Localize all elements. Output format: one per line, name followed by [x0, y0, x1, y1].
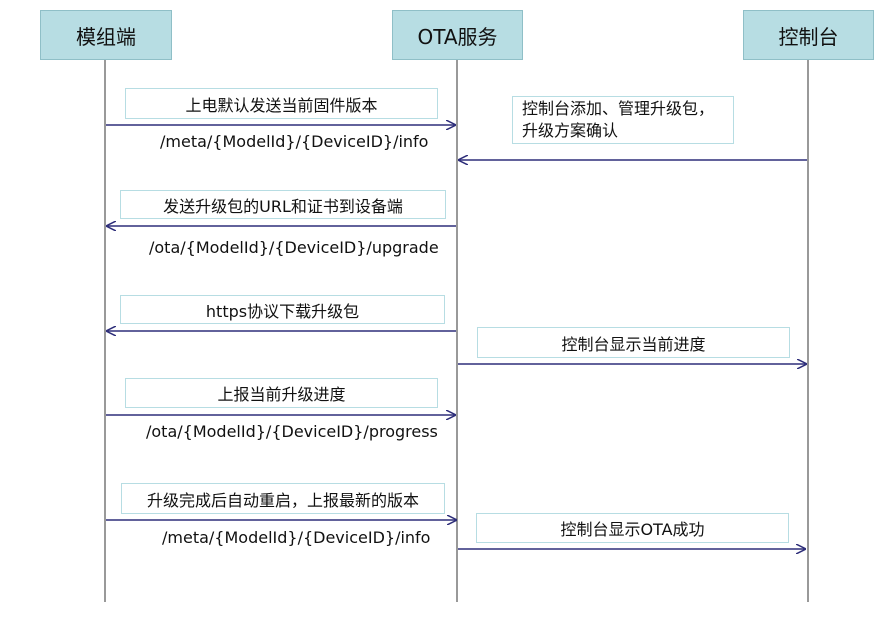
actor-console: 控制台 [743, 10, 874, 60]
message-label-c1: 控制台添加、管理升级包， 升级方案确认 [512, 96, 734, 144]
message-label-m5: 升级完成后自动重启，上报最新的版本 [121, 483, 445, 514]
topic-path-m4: /ota/{ModelId}/{DeviceID}/progress [146, 422, 438, 441]
topic-path-m5: /meta/{ModelId}/{DeviceID}/info [162, 528, 431, 547]
message-label-m3: https协议下载升级包 [120, 295, 445, 324]
message-label-m1: 上电默认发送当前固件版本 [125, 88, 438, 119]
topic-path-m2: /ota/{ModelId}/{DeviceID}/upgrade [149, 238, 439, 257]
message-label-c1-line1: 控制台添加、管理升级包， [522, 99, 715, 118]
actor-ota: OTA服务 [392, 10, 523, 60]
message-label-c3: 控制台显示OTA成功 [476, 513, 789, 543]
message-label-c2: 控制台显示当前进度 [477, 327, 790, 358]
message-label-c1-line2: 升级方案确认 [522, 121, 619, 140]
message-label-m2: 发送升级包的URL和证书到设备端 [120, 190, 446, 219]
topic-path-m1: /meta/{ModelId}/{DeviceID}/info [160, 132, 429, 151]
message-label-m4: 上报当前升级进度 [125, 378, 438, 408]
actor-module: 模组端 [40, 10, 172, 60]
